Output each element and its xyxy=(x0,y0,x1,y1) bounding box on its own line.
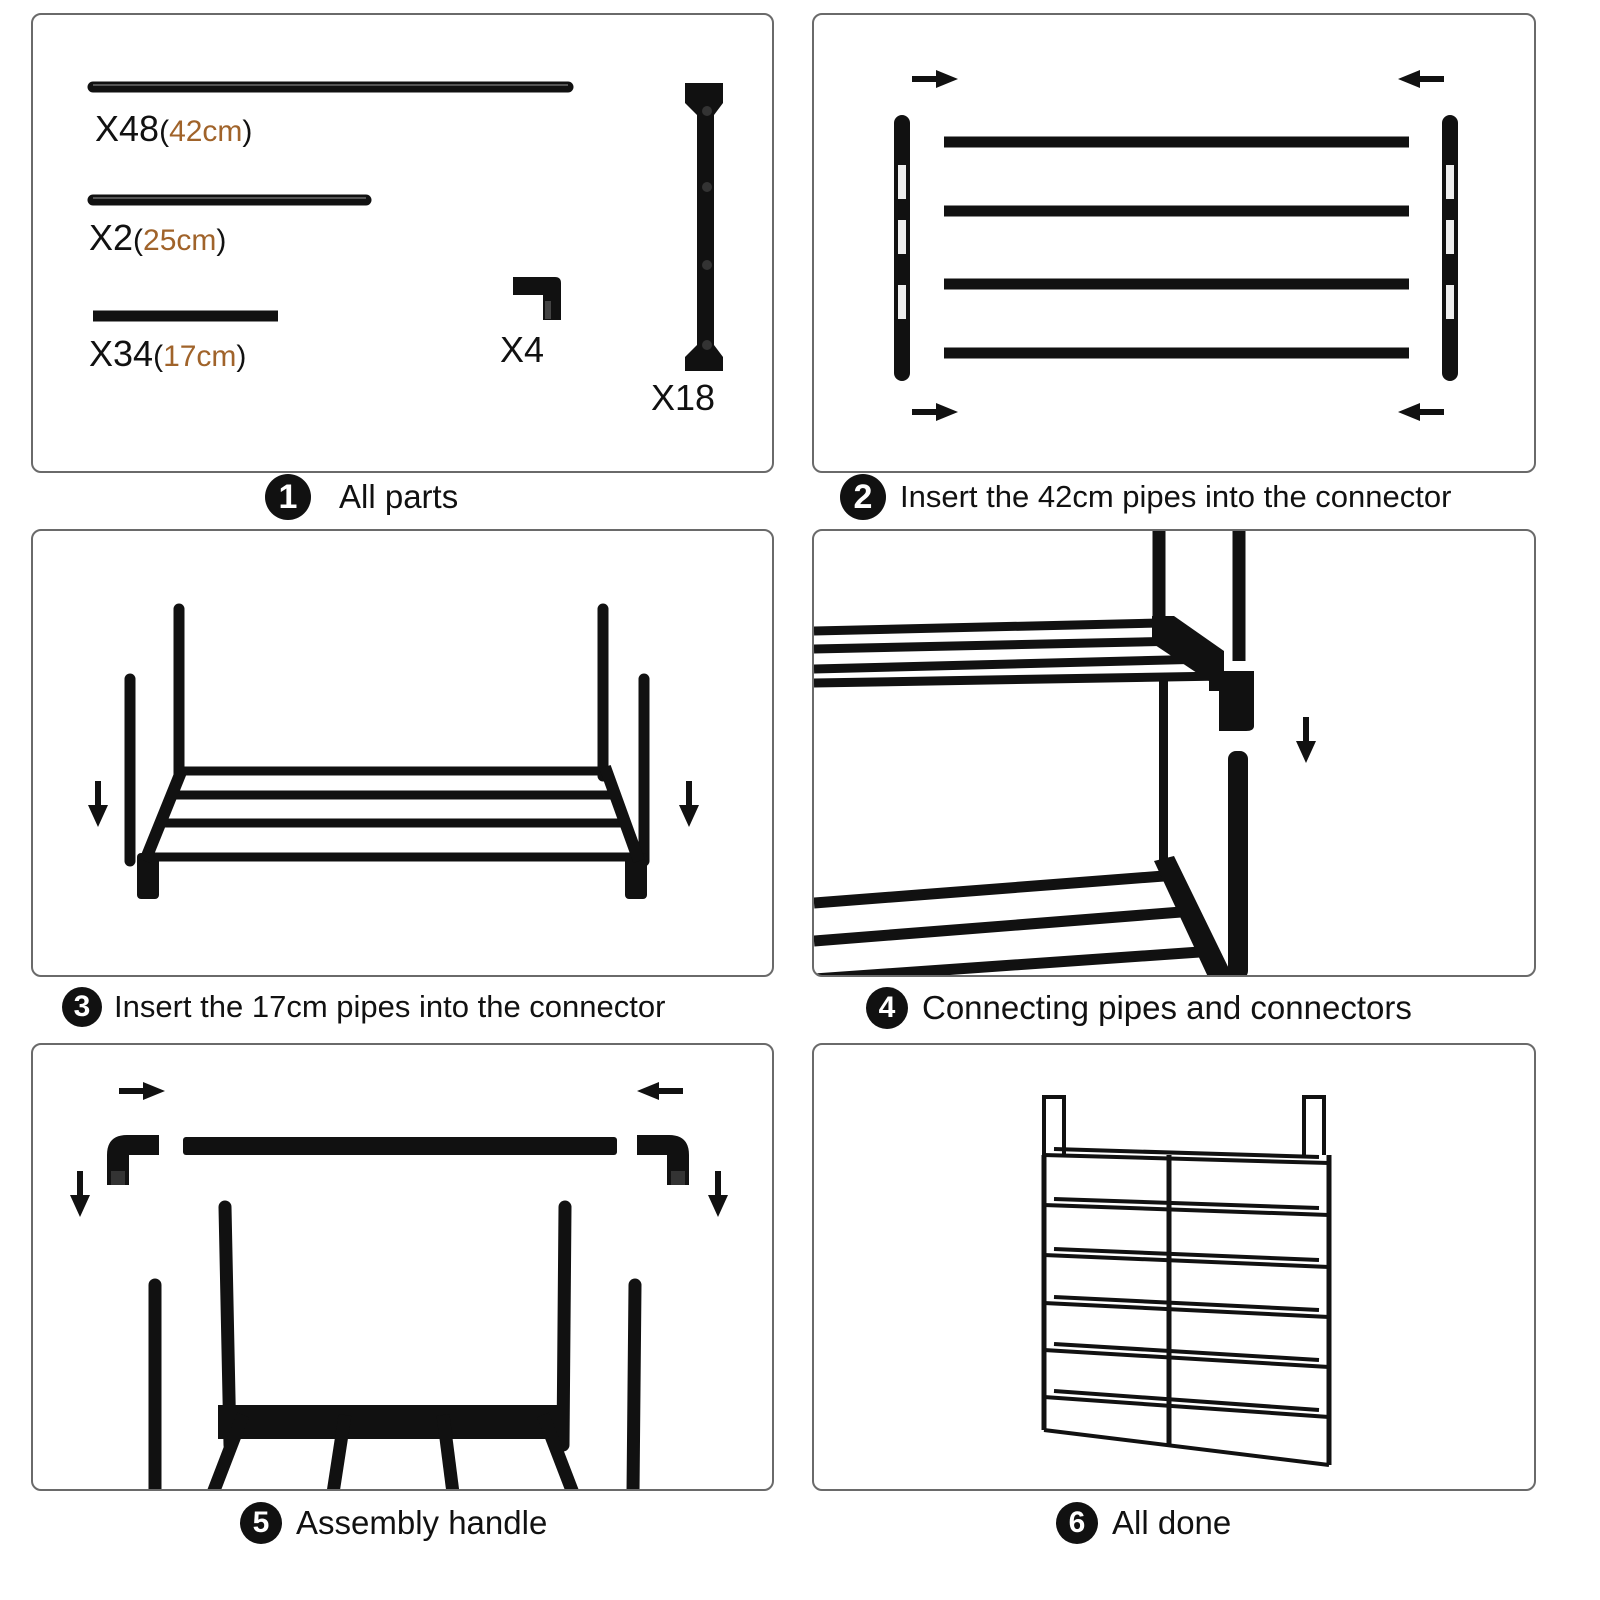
top-connector-bar xyxy=(218,1405,568,1439)
pipes-17cm xyxy=(145,766,641,862)
step-3-illustration xyxy=(88,603,699,899)
arrow-left-icon xyxy=(1398,403,1444,421)
arrow-down-icon xyxy=(1296,717,1316,763)
step-4-text: Connecting pipes and connectors xyxy=(922,989,1412,1026)
step-2-illustration xyxy=(894,70,1458,421)
panel-insert-42cm xyxy=(812,13,1536,473)
step-4-caption: 4 Connecting pipes and connectors xyxy=(866,987,1412,1029)
rack-shelves xyxy=(1043,1147,1330,1467)
pipe-42-qty: X48 xyxy=(95,108,160,149)
step-5-text: Assembly handle xyxy=(296,1504,548,1541)
pipe-17-label: X34(17cm) xyxy=(89,333,247,374)
step-6-number: 6 xyxy=(1056,1502,1098,1544)
step-4-illustration xyxy=(814,531,1316,975)
panel-connecting xyxy=(812,529,1536,977)
connector-qty: X18 xyxy=(651,377,716,418)
pipe-25-length: 25cm xyxy=(143,224,217,257)
step-6-caption: 6 All done xyxy=(1056,1502,1231,1544)
step-1-caption: 1 All parts xyxy=(265,474,458,520)
pipe-17-length: 17cm xyxy=(163,340,237,373)
arrow-right-icon xyxy=(912,403,958,421)
side-connectors xyxy=(139,764,645,864)
step-4-number: 4 xyxy=(866,987,908,1029)
elbow-qty: X4 xyxy=(500,329,545,370)
elbow-connector xyxy=(513,277,561,320)
step-2-caption: 2 Insert the 42cm pipes into the connect… xyxy=(840,474,1451,520)
pipe-25-qty: X2 xyxy=(89,217,134,258)
arrow-right-icon xyxy=(119,1082,165,1100)
panel-all-parts: X48(42cm) X2(25cm) X34(17cm) X4 X18 xyxy=(31,13,774,473)
shelf-connector xyxy=(685,83,723,371)
step-2-text: Insert the 42cm pipes into the connector xyxy=(900,479,1452,514)
step-3-number: 3 xyxy=(62,987,102,1027)
step-1-text: All parts xyxy=(339,478,459,515)
panel-all-done xyxy=(812,1043,1536,1491)
left-elbow xyxy=(107,1135,159,1185)
pipe-42-label: X48(42cm) xyxy=(95,108,253,149)
pipe-25-label: X2(25cm) xyxy=(89,217,227,258)
arrow-right-icon xyxy=(912,70,958,88)
arrow-left-icon xyxy=(1398,70,1444,88)
pipes-42cm xyxy=(944,136,1409,359)
step-5-number: 5 xyxy=(240,1502,282,1544)
pipe-42-length: 42cm xyxy=(169,115,243,148)
panel-insert-17cm xyxy=(31,529,774,977)
step-6-text: All done xyxy=(1112,1504,1232,1541)
upper-shelf-pipes xyxy=(814,618,1225,688)
lower-shelf-pipes xyxy=(814,870,1215,975)
arrow-down-icon xyxy=(88,781,108,827)
pipe-25cm xyxy=(183,1137,617,1155)
parts-illustration xyxy=(87,81,723,371)
step-3-text: Insert the 17cm pipes into the connector xyxy=(114,989,666,1024)
right-connector xyxy=(1442,115,1458,381)
pipe-17-qty: X34 xyxy=(89,333,154,374)
step-5-illustration xyxy=(70,1082,728,1489)
step-5-caption: 5 Assembly handle xyxy=(240,1502,547,1544)
left-connector xyxy=(894,115,910,381)
vertical-pipe xyxy=(1228,751,1248,975)
arrow-left-icon xyxy=(637,1082,683,1100)
arrow-down-icon xyxy=(70,1171,90,1217)
right-elbow xyxy=(637,1135,689,1185)
panel-assembly-handle xyxy=(31,1043,774,1491)
step-3-caption: 3 Insert the 17cm pipes into the connect… xyxy=(62,987,665,1027)
leg-feet xyxy=(137,853,647,899)
step-1-number: 1 xyxy=(265,474,311,520)
finished-shoe-rack xyxy=(1041,1095,1332,1467)
step-2-number: 2 xyxy=(840,474,886,520)
arrow-down-icon xyxy=(708,1171,728,1217)
arrow-down-icon xyxy=(679,781,699,827)
